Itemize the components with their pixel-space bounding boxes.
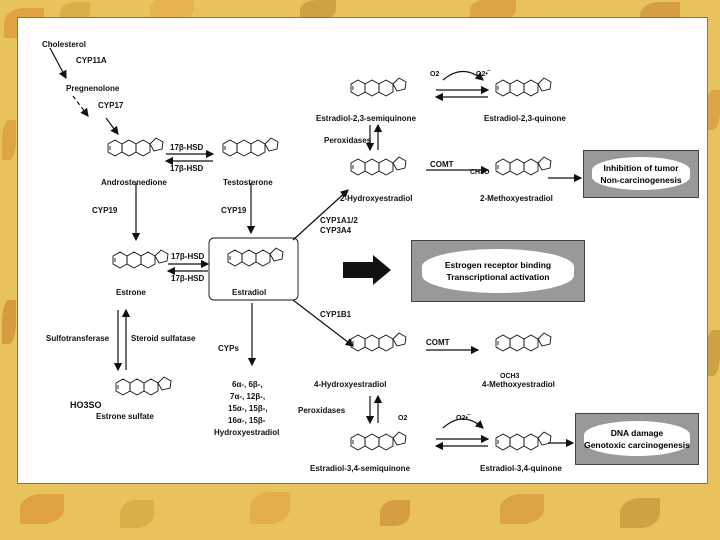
label-hsd-top-1: 17β-HSD [170,143,204,152]
label-pregnenolone: Pregnenolone [66,84,120,93]
outcome-mid-line1: Estrogen receptor binding [444,260,552,270]
label-hydroxy-list-2: 7α-, 12β-, [230,392,266,401]
label-hydroxy-list-5: Hydroxyestradiol [214,428,280,437]
label-semiquinone-34: Estradiol-3,4-semiquinone [310,464,411,473]
outcome-top-line1: Inhibition of tumor [603,162,679,173]
label-hydroxy-list-3: 15α-, 15β-, [228,404,268,413]
label-peroxidases-bottom: Peroxidases [298,406,346,415]
label-cyp17: CYP17 [98,101,124,110]
label-cyp19-right: CYP19 [221,206,247,215]
label-quinone-23: Estradiol-2,3-quinone [484,114,566,123]
label-methoxy-2: 2-Methoxyestradiol [480,194,553,203]
outcome-box-mid: Estrogen receptor binding Transcriptiona… [411,240,585,302]
label-estrone-sulfate: Estrone sulfate [96,412,154,421]
label-sulfotransferase: Sulfotransferase [46,334,110,343]
label-cyp1a: CYP1A1/2 [320,216,358,225]
label-semiquinone-23: Estradiol-2,3-semiquinone [316,114,417,123]
label-estrone-sulfate-group: HO3SO [70,400,102,410]
label-hydroxy-list-1: 6α-, 6β-, [232,380,263,389]
label-och3: OCH3 [500,373,520,380]
outcome-top-line2: Non-carcinogenesis [600,174,682,185]
label-o2-rad-top: O2•‾ [476,71,491,78]
label-hydroxy-2: 2-Hydroxyestradiol [340,194,413,203]
label-hydroxy-list-4: 16α-, 15β- [228,416,266,425]
label-steroid-sulfatase: Steroid sulfatase [131,334,196,343]
label-estrone: Estrone [116,288,146,297]
label-hsd-top-2: 17β-HSD [170,164,204,173]
label-cyp11a: CYP11A [76,56,107,65]
label-cyps: CYPs [218,344,239,353]
pathway-graphics [49,47,583,451]
label-peroxidases-top: Peroxidases [324,136,372,145]
outcome-bottom-line1: DNA damage [610,427,664,438]
label-cholesterol: Cholesterol [42,40,87,49]
label-cyp3a4: CYP3A4 [320,226,352,235]
label-comt-bottom: COMT [426,338,450,347]
label-cyp1b1: CYP1B1 [320,310,352,319]
outcome-box-top: Inhibition of tumor Non-carcinogenesis [583,150,699,198]
outcome-mid-line2: Transcriptional activation [446,272,550,282]
label-testosterone: Testosterone [223,178,273,187]
label-hydroxy-4: 4-Hydroxyestradiol [314,380,387,389]
label-comt-top: COMT [430,160,454,169]
label-estradiol: Estradiol [232,288,267,297]
label-hsd-mid-2: 17β-HSD [171,274,205,283]
outcome-bottom-line2: Genotoxic carcinogenesis [584,439,690,450]
label-methoxy-4: 4-Methoxyestradiol [482,380,555,389]
label-androstenedione: Androstenedione [101,178,167,187]
outcome-box-bottom: DNA damage Genotoxic carcinogenesis [575,413,699,465]
label-o2-top: O2 [430,71,440,78]
label-quinone-34: Estradiol-3,4-quinone [480,464,562,473]
label-cyp19-left: CYP19 [92,206,118,215]
label-o2-bottom: O2 [398,415,408,422]
label-ch3o: CH3O [470,169,490,176]
diagram-panel: Inhibition of tumor Non-carcinogenesis E… [17,17,708,484]
label-hsd-mid-1: 17β-HSD [171,252,205,261]
label-o2-rad-bottom: O2•‾ [456,415,471,422]
